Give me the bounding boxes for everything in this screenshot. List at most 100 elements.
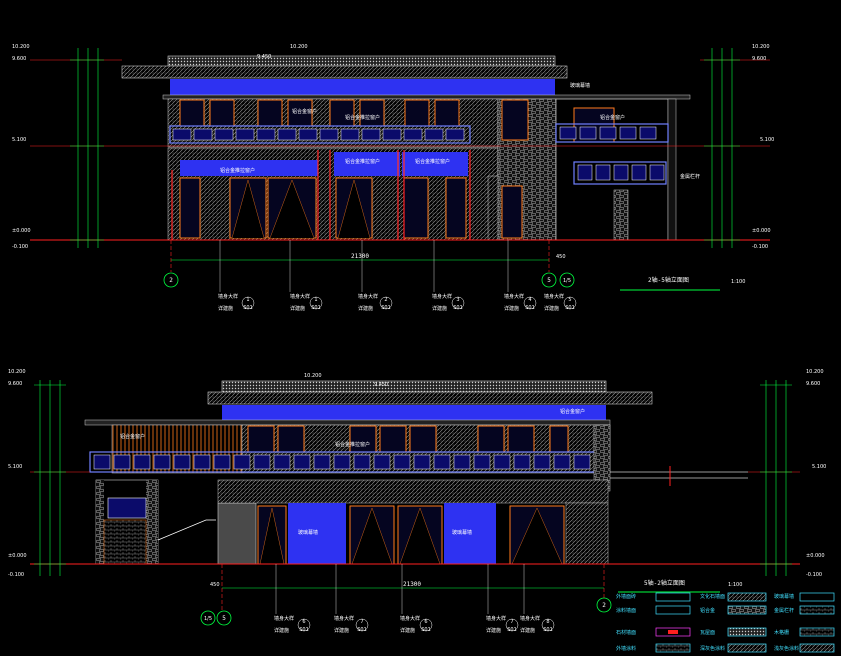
svg-text:6: 6 [424, 619, 427, 625]
svg-text:详建施: 详建施 [400, 627, 415, 634]
bot-roof-level-mid: 10.200 [304, 373, 322, 379]
svg-text:玻璃幕墙: 玻璃幕墙 [774, 593, 794, 600]
svg-text:玻璃幕墙: 玻璃幕墙 [298, 529, 318, 536]
callout: 墙身大样 详建施 5 S01 [544, 293, 577, 312]
bot-lower-wall-r [565, 502, 609, 565]
top-left-dim-bars [70, 48, 104, 248]
svg-text:墙身大样: 墙身大样 [544, 293, 564, 300]
svg-text:S01: S01 [565, 305, 575, 311]
top-right-levels: 10.200 9.600 5.100 ±0.000 -0.100 [752, 44, 774, 250]
top-title: 2轴-5轴立面图 [648, 276, 689, 284]
bot-upper-windows [247, 425, 569, 453]
top-elevation: 2 5 1/5 21300 450 2轴-5轴立面图 1:100 10.200 … [12, 44, 774, 312]
bot-right-dim-bars [760, 380, 792, 576]
top-right-rail-lower-panels [577, 164, 665, 181]
svg-text:5.100: 5.100 [8, 464, 22, 470]
svg-text:S01: S01 [299, 627, 309, 633]
svg-text:1: 1 [314, 297, 317, 303]
svg-text:7: 7 [360, 619, 363, 625]
svg-text:2: 2 [384, 297, 387, 303]
svg-text:墙身大样: 墙身大样 [432, 293, 452, 300]
svg-text:详建施: 详建施 [504, 305, 519, 312]
bot-lower-wall [217, 479, 609, 504]
callout: 墙身大样 详建施 4 S01 [504, 293, 537, 312]
svg-text:墙身大样: 墙身大样 [334, 615, 354, 622]
svg-text:金属栏杆: 金属栏杆 [774, 607, 794, 614]
svg-text:10.200: 10.200 [8, 369, 26, 375]
svg-text:10.200: 10.200 [752, 44, 770, 50]
svg-text:详建施: 详建施 [432, 305, 447, 312]
top-scale: 1:100 [731, 279, 745, 285]
bot-title: 5轴-2轴立面图 [644, 579, 685, 587]
svg-text:S01: S01 [421, 627, 431, 633]
svg-text:5.100: 5.100 [812, 464, 826, 470]
bot-scale: 1:100 [728, 582, 742, 588]
bot-balcony-panels [93, 454, 591, 470]
bot-span-left: 450 [210, 582, 220, 588]
top-notes: 铝合金窗户 铝合金推拉窗户 玻璃幕墙 铝合金推拉窗户 铝合金推拉窗户 铝合金推拉… [220, 82, 700, 180]
svg-text:-0.100: -0.100 [8, 572, 24, 578]
bottom-elevation: 1/5 5 2 21300 450 5轴-2轴立面图 1:100 10.200 … [8, 369, 826, 634]
bot-left-stone [146, 480, 158, 564]
bot-left-stair [103, 519, 147, 565]
top-axis-label-5: 5 [547, 277, 551, 284]
bot-notes: 铝合金窗户 铝合金推拉窗户 铝合金窗户 玻璃幕墙 玻璃幕墙 [120, 408, 585, 536]
bot-fascia-blue [222, 405, 606, 421]
svg-text:详建施: 详建施 [544, 305, 559, 312]
top-fascia-blue [170, 79, 555, 96]
svg-text:9.600: 9.600 [12, 56, 26, 62]
top-balcony-panels [172, 128, 465, 141]
top-span-left: 450 [556, 254, 566, 260]
callout: 墙身大样 详建施 7 S01 [486, 615, 519, 634]
top-balcony-rail [169, 125, 471, 144]
top-callouts: 墙身大样 详建施 1 S01 墙身大样 详建施 1 S01 墙身大样 详建施 2… [218, 293, 577, 312]
bot-canopy [84, 419, 611, 426]
bot-ramp [157, 519, 216, 541]
top-eave-level-mid: 9.450 [257, 54, 271, 60]
svg-text:5.100: 5.100 [760, 137, 774, 143]
bot-gray-door [217, 502, 257, 565]
top-right-rail [555, 123, 669, 143]
svg-text:墙身大样: 墙身大样 [520, 615, 540, 622]
svg-text:铝合金窗户: 铝合金窗户 [600, 114, 625, 121]
svg-text:浅灰色涂料: 浅灰色涂料 [774, 645, 799, 652]
callout: 墙身大样 详建施 7 S01 [334, 615, 369, 634]
svg-text:石材墙面: 石材墙面 [616, 629, 636, 636]
bot-roof-cap [221, 380, 607, 393]
svg-text:深灰色涂料: 深灰色涂料 [700, 645, 725, 652]
top-canopy [162, 94, 691, 100]
top-axis-bubble-2 [163, 272, 179, 288]
top-right-rail-lower [573, 161, 667, 185]
svg-text:10.200: 10.200 [806, 369, 824, 375]
svg-text:详建施: 详建施 [486, 627, 501, 634]
svg-text:S01: S01 [525, 305, 535, 311]
svg-text:S01: S01 [453, 305, 463, 311]
svg-text:详建施: 详建施 [274, 627, 289, 634]
svg-text:铝合金窗户: 铝合金窗户 [292, 108, 317, 115]
top-axis-bubble-1-5 [559, 272, 575, 288]
bot-axis-label-5: 5 [222, 615, 226, 622]
svg-text:±0.000: ±0.000 [8, 553, 27, 559]
svg-text:铝合金: 铝合金 [700, 607, 715, 614]
svg-text:铝合金窗户: 铝合金窗户 [120, 433, 145, 440]
svg-text:墙身大样: 墙身大样 [504, 293, 524, 300]
svg-text:7: 7 [510, 619, 513, 625]
bot-left-dim-bars [34, 380, 66, 576]
svg-text:4: 4 [528, 297, 531, 303]
top-right-col [667, 98, 677, 241]
top-lower-blue-bands [180, 152, 468, 176]
callout: 墙身大样 详建施 6 S01 [400, 615, 433, 634]
svg-text:5.100: 5.100 [12, 137, 26, 143]
callout: 墙身大样 详建施 6 S01 [274, 615, 311, 634]
callout: 墙身大样 详建施 3 S01 [432, 293, 465, 312]
bot-glass-curtain-1 [288, 503, 346, 564]
callout: 墙身大样 详建施 1 S01 [290, 293, 323, 312]
svg-text:S01: S01 [357, 627, 367, 633]
bot-callout-leaders [275, 564, 525, 614]
top-callout-leaders [219, 240, 509, 292]
svg-text:金属栏杆: 金属栏杆 [680, 173, 700, 180]
bot-eave-level-mid: 9.450 [374, 382, 388, 388]
svg-text:6: 6 [302, 619, 305, 625]
bot-overall-dim: 21300 [403, 581, 421, 588]
